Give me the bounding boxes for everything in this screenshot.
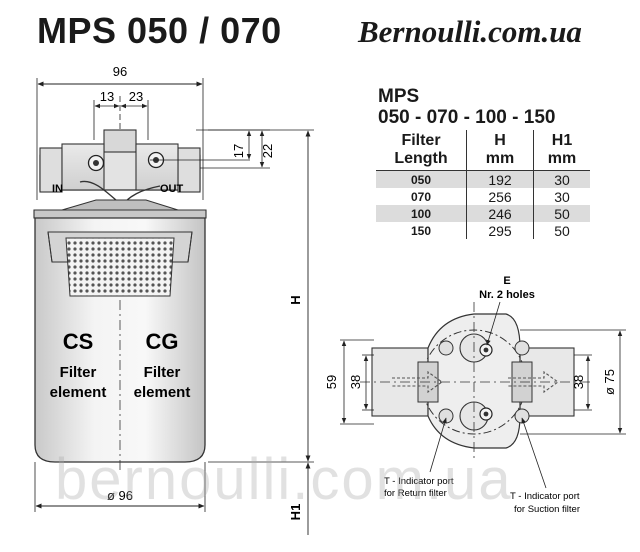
header-filter-length-line2: Length: [394, 150, 448, 167]
spec-title: MPS: [378, 86, 420, 107]
table-row: 050 192 30: [376, 170, 590, 188]
cell-h1: 30: [533, 188, 590, 205]
filter-mesh: [65, 237, 175, 297]
cell-model: 100: [410, 206, 432, 221]
top-view: E Nr. 2 holes 59 38 38 ø 75 T - Indicato…: [324, 275, 626, 515]
cell-model: 050: [410, 172, 432, 187]
note-suction-line1: T - Indicator port: [510, 491, 580, 502]
label-e: E: [503, 275, 510, 287]
cell-model: 150: [410, 223, 432, 238]
table-row: 100 246 50: [376, 205, 590, 222]
dim-22: 22: [260, 144, 275, 158]
dim-width-top: 96: [113, 64, 127, 79]
cell-h: 256: [466, 188, 534, 205]
element-cs-caption-2: element: [50, 384, 107, 401]
port-in-label: IN: [52, 183, 63, 195]
element-cg: CG: [146, 329, 179, 354]
spec-table: Filter Length H mm H1 mm 050 192 30 070 …: [376, 130, 590, 239]
flow-out-arrow-icon: [508, 370, 559, 394]
note-suction-line2: for Suction filter: [514, 504, 580, 515]
header-filter-length-line1: Filter: [401, 132, 441, 149]
cell-h1: 50: [533, 205, 590, 222]
element-cg-caption-2: element: [134, 384, 191, 401]
cell-h: 246: [466, 205, 534, 222]
header-h1-line2: mm: [547, 150, 577, 167]
element-cs-caption-1: Filter: [60, 364, 97, 381]
spec-subtitle: 050 - 070 - 100 - 150: [378, 107, 556, 128]
header-h1: H1 mm: [533, 130, 590, 171]
element-cg-caption-1: Filter: [144, 364, 181, 381]
dim-width-bottom: ø 96: [107, 488, 133, 503]
side-view: 96 13 23 IN OUT 17 22: [33, 64, 314, 535]
spec-table-header: Filter Length H mm H1 mm: [376, 130, 590, 171]
dim-h: H: [288, 295, 303, 304]
header-h: H mm: [466, 130, 534, 171]
dim-13: 13: [100, 89, 114, 104]
table-row: 070 256 30: [376, 188, 590, 205]
label-holes: Nr. 2 holes: [479, 289, 535, 301]
dim-38-left: 38: [348, 375, 363, 389]
note-return-line2: for Return filter: [384, 488, 447, 499]
element-cs: CS: [63, 329, 94, 354]
cell-model: 070: [410, 189, 432, 204]
header-h-line2: mm: [485, 150, 515, 167]
dim-h1: H1: [288, 504, 303, 521]
cell-h: 295: [466, 222, 534, 239]
header-filter-length: Filter Length: [376, 130, 467, 171]
cell-h1: 30: [533, 170, 590, 188]
port-out-label: OUT: [160, 183, 184, 195]
brand-logo-text[interactable]: Bernoulli.com.ua: [358, 14, 582, 49]
header-h-line1: H: [494, 132, 506, 149]
cell-h: 192: [466, 170, 534, 188]
note-return-line1: T - Indicator port: [384, 476, 454, 487]
flow-in-arrow-icon: [392, 370, 443, 394]
watermark: bernoulli.com.ua: [55, 447, 513, 512]
dim-17: 17: [231, 144, 246, 158]
dim-59: 59: [324, 375, 339, 389]
cell-h1: 50: [533, 222, 590, 239]
page-title: MPS 050 / 070: [37, 10, 282, 51]
header-h1-line1: H1: [551, 132, 573, 149]
dim-23: 23: [129, 89, 143, 104]
dim-75: ø 75: [602, 369, 617, 395]
dim-38-right: 38: [571, 375, 586, 389]
table-row: 150 295 50: [376, 222, 590, 239]
